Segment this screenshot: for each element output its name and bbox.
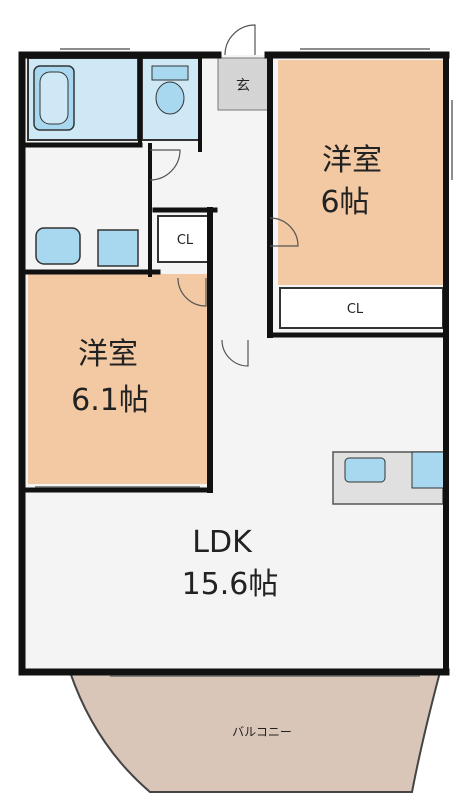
walls [18, 51, 450, 676]
toilet-tank-icon [151, 65, 189, 81]
door-swings [149, 24, 299, 367]
bathtub-inner-icon [39, 71, 69, 125]
western-room-1-name: 洋室 [322, 143, 382, 178]
western-room-1 [278, 60, 444, 285]
closet-2 [279, 287, 444, 329]
balcony-label: バルコニー [232, 725, 292, 739]
western-room-2-name: 洋室 [78, 337, 138, 372]
western-room-2 [28, 274, 208, 484]
western-room-2-size: 6.1帖 [71, 383, 149, 418]
entrance-area [217, 57, 269, 111]
entrance-label: 玄 [236, 77, 250, 94]
ldk-name: LDK [192, 525, 253, 560]
closet-1-label: CL [177, 233, 194, 248]
western-room-1-size: 6帖 [320, 185, 369, 220]
stove-icon [411, 451, 445, 489]
kitchen-sink-icon [344, 457, 386, 483]
ldk-size: 15.6帖 [182, 567, 279, 602]
washbasin-icon [35, 227, 81, 265]
windows [35, 48, 453, 677]
closet-2-label: CL [347, 302, 364, 317]
toilet-bowl-icon [155, 81, 185, 115]
balcony-area [68, 671, 442, 793]
washing-machine-icon [97, 229, 139, 267]
